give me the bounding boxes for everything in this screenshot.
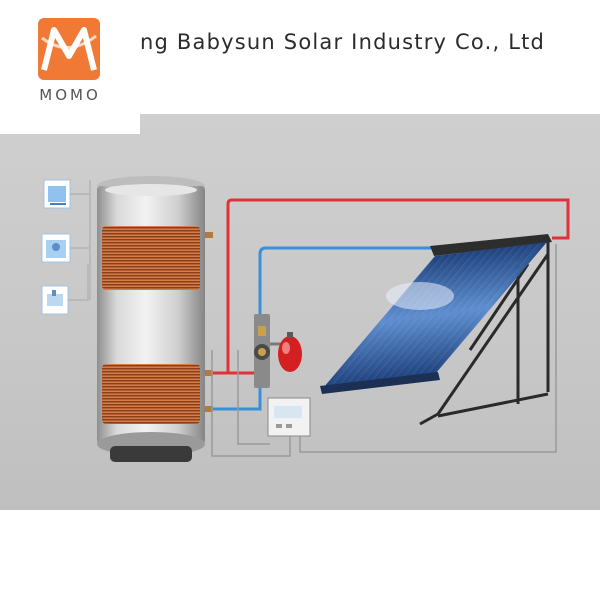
expansion-tank <box>270 332 302 372</box>
hot-water-pipe <box>212 198 570 375</box>
logo-text: MOMO <box>39 86 101 104</box>
collector-manifold <box>430 234 552 256</box>
diagram-svg <box>41 176 570 462</box>
sensor-wiring <box>211 244 557 457</box>
upper-heat-coil <box>102 226 200 290</box>
cold-water-pipe <box>212 246 434 411</box>
sink-icon <box>41 285 69 315</box>
sun-glare <box>386 282 454 310</box>
footer-band <box>0 510 600 600</box>
bathroom-icon <box>41 233 71 263</box>
stylized-m-logo-icon <box>38 18 100 80</box>
pump-station <box>254 314 270 388</box>
appliance-pipes <box>68 180 91 301</box>
company-name: ng Babysun Solar Industry Co., Ltd <box>140 30 546 54</box>
lower-heat-coil <box>102 364 200 424</box>
evacuated-tubes <box>324 242 547 387</box>
collector-frame <box>419 242 550 426</box>
shower-icon <box>43 179 71 209</box>
solar-system-diagram <box>0 114 600 510</box>
logo-panel: MOMO <box>0 0 140 134</box>
solar-controller <box>267 397 311 437</box>
